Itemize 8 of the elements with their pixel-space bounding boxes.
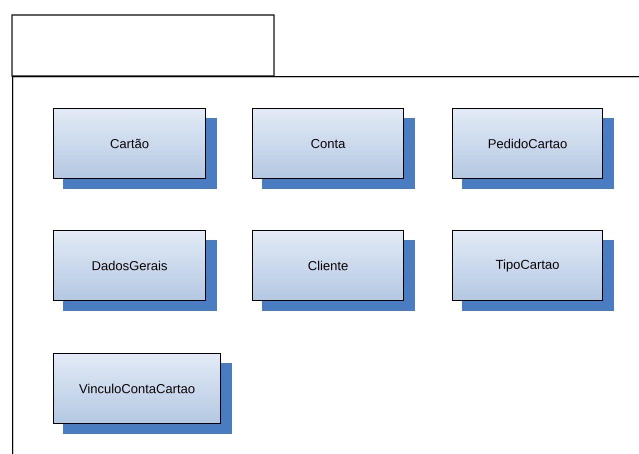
class-box: Cliente <box>252 230 415 311</box>
class-box: VinculoContaCartao <box>53 353 232 434</box>
class-box: TipoCartao <box>452 230 614 311</box>
class-box: Conta <box>252 108 415 189</box>
class-box: PedidoCartao <box>452 108 614 189</box>
package-frame <box>11 14 639 454</box>
class-box: DadosGerais <box>53 230 217 311</box>
class-box: Cartão <box>53 108 217 189</box>
